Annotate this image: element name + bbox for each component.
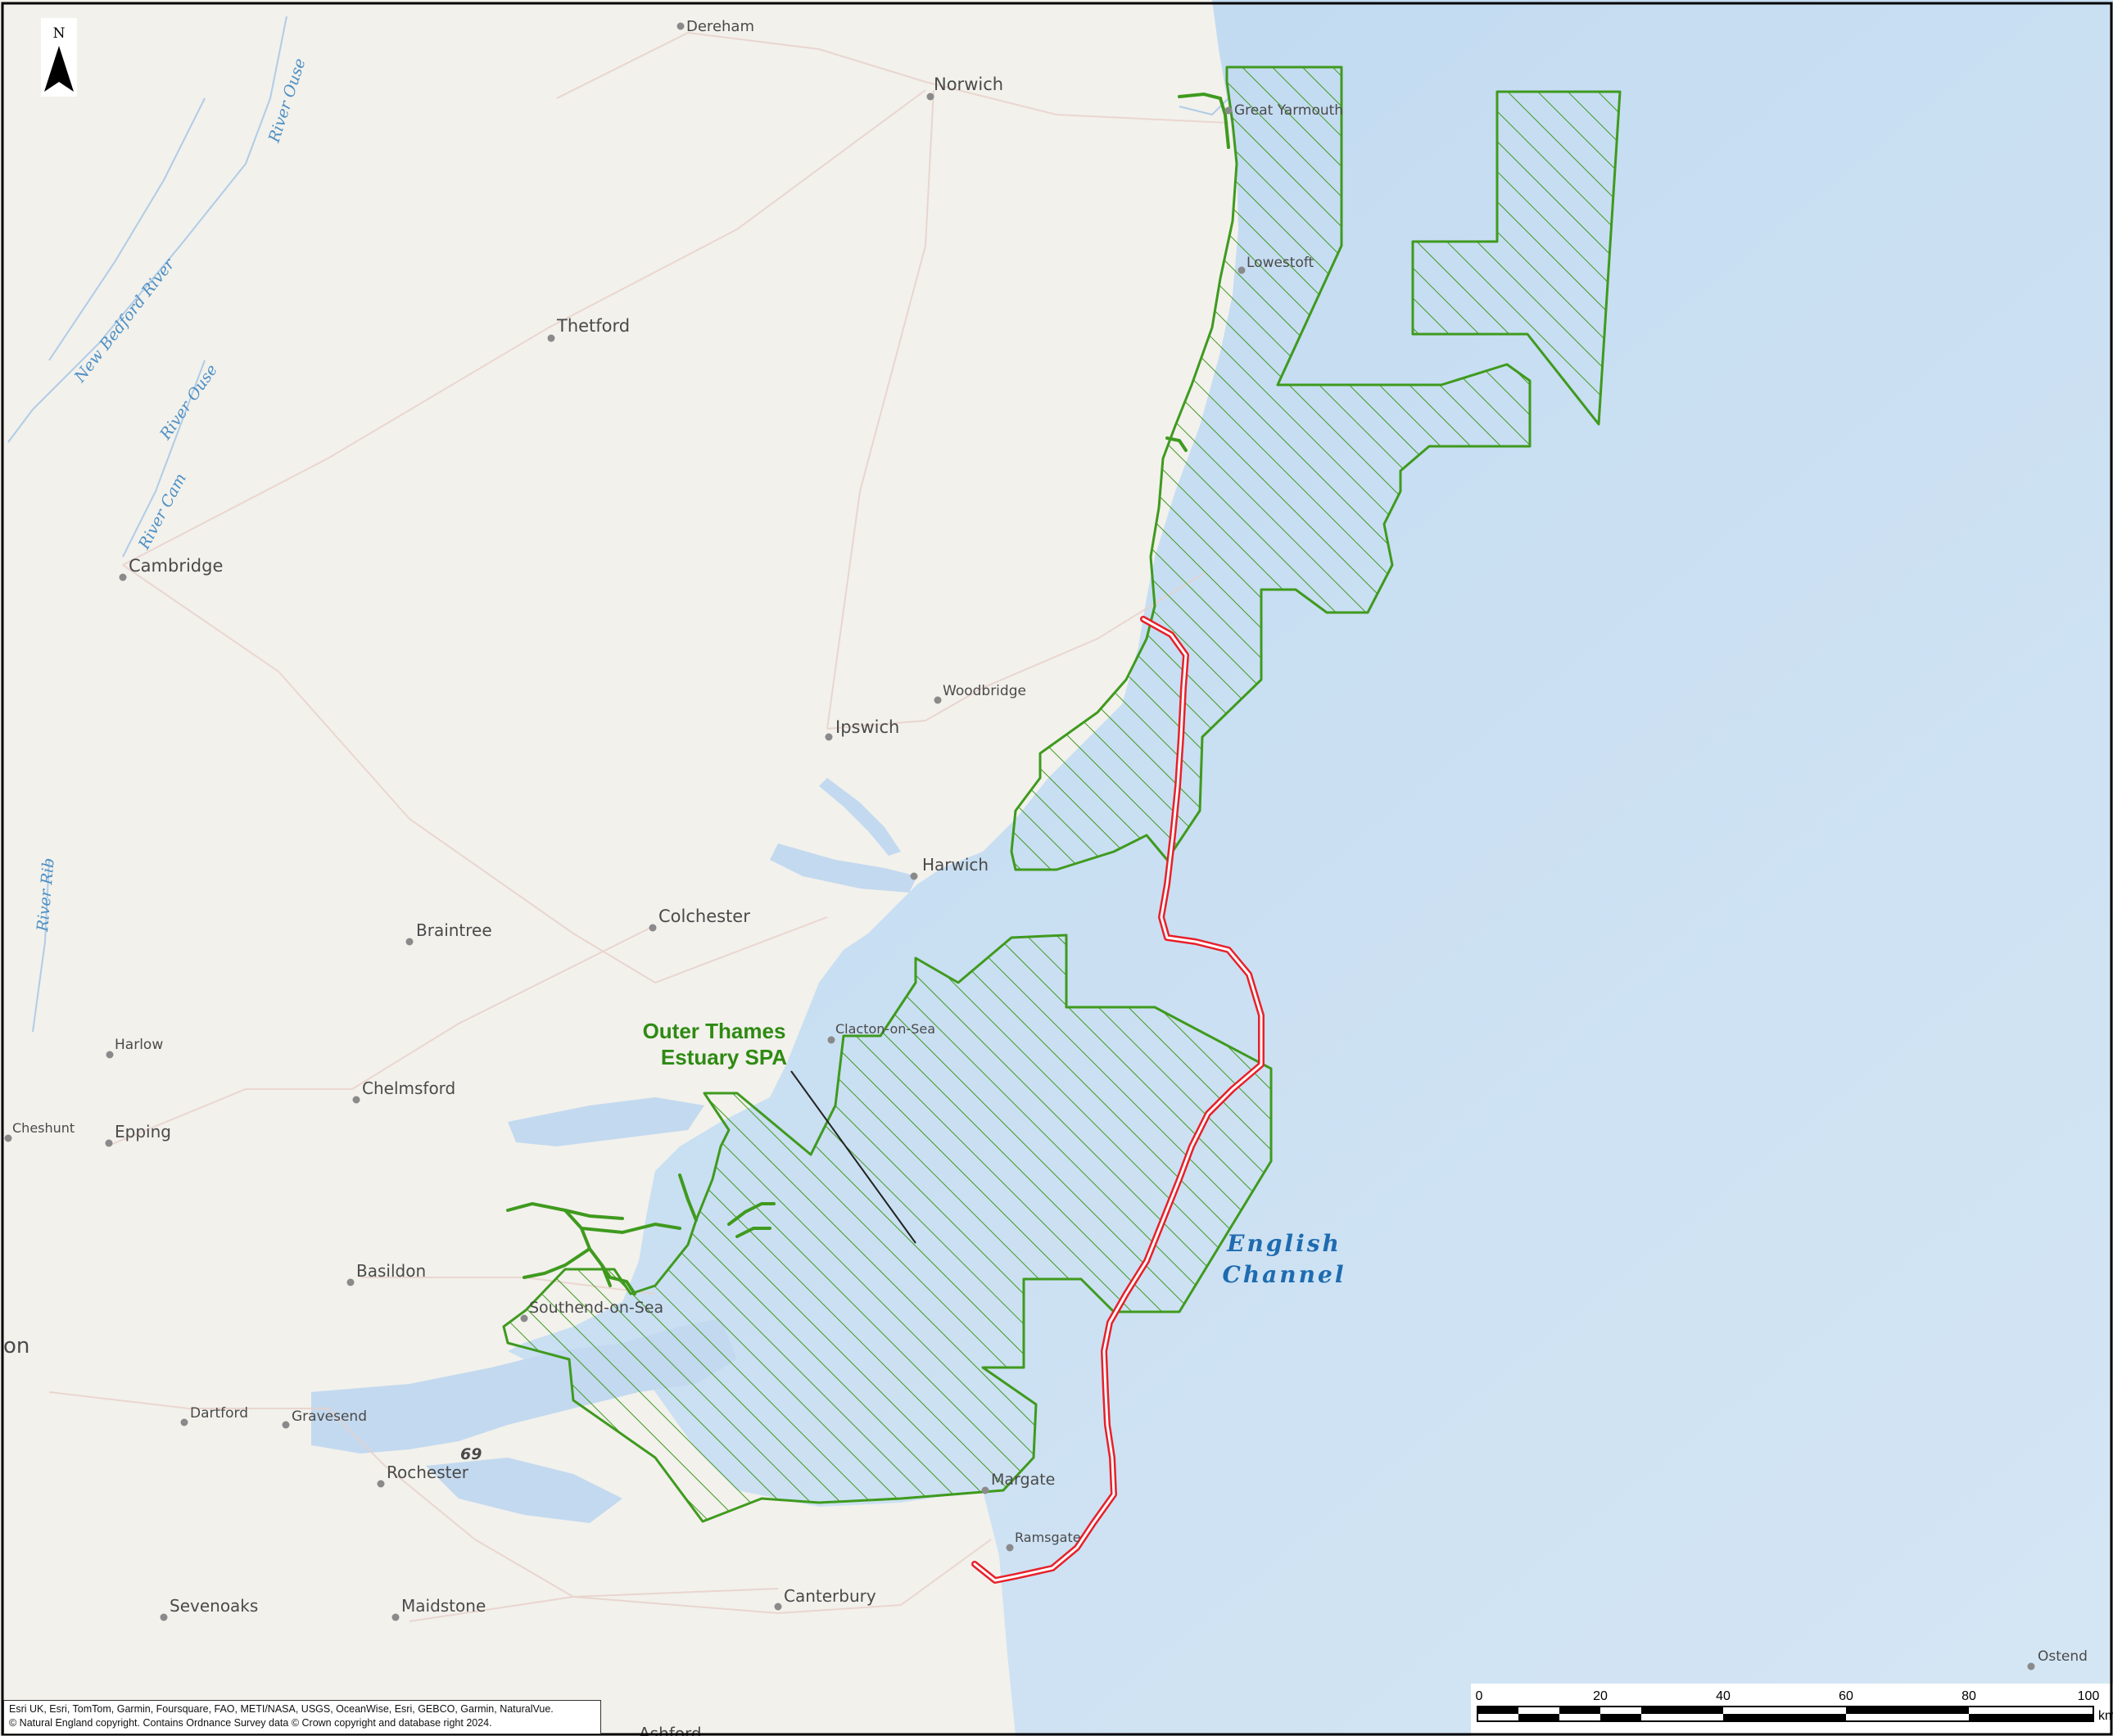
place-sevenoaks: Sevenoaks [170, 1596, 258, 1616]
place-harwich: Harwich [922, 855, 989, 875]
attribution-box: Esri UK, Esri, TomTom, Garmin, Foursquar… [3, 1700, 601, 1734]
scale-tick-40: 40 [1716, 1689, 1731, 1703]
place-margate: Margate [991, 1471, 1055, 1489]
orwell-estuary [819, 778, 901, 856]
place-dereham: Dereham [686, 18, 754, 35]
north-arrow-label: N [53, 25, 66, 42]
place-gravesend: Gravesend [292, 1408, 367, 1425]
place-epping: Epping [115, 1122, 171, 1142]
place-southend: Southend-on-Sea [529, 1299, 663, 1317]
spa-label-line2: Estuary SPA [661, 1045, 787, 1069]
land-area [0, 0, 1238, 1736]
place-ipswich: Ipswich [835, 717, 899, 737]
place-norwich: Norwich [934, 75, 1003, 94]
place-harlow: Harlow [115, 1037, 163, 1053]
sea-label-line2: Channel [1223, 1261, 1346, 1288]
place-cheshunt: Cheshunt [12, 1120, 75, 1136]
north-arrow: N [41, 18, 77, 97]
scale-tick-20: 20 [1593, 1689, 1608, 1703]
attribution-line-1: Esri UK, Esri, TomTom, Garmin, Foursquar… [9, 1703, 554, 1715]
place-braintree: Braintree [416, 920, 492, 940]
place-rochester: Rochester [387, 1462, 469, 1482]
place-dartford: Dartford [190, 1405, 248, 1422]
place-woodbridge: Woodbridge [943, 683, 1026, 699]
sea-label-line1: English [1226, 1230, 1342, 1257]
place-clacton: Clacton-on-Sea [835, 1021, 935, 1037]
spa-area-offshore[interactable] [1411, 90, 1622, 426]
spa-estuary-fingers [506, 92, 1230, 1295]
crouch-blackwater-estuary [508, 1097, 704, 1146]
place-thetford: Thetford [556, 316, 630, 336]
place-london-fragment: on [3, 1334, 29, 1359]
scale-unit: km [2098, 1709, 2113, 1723]
stour-orwell-estuary [770, 843, 917, 893]
scale-tick-0: 0 [1476, 1689, 1483, 1703]
scale-tick-60: 60 [1839, 1689, 1853, 1703]
scale-tick-100: 100 [2078, 1689, 2100, 1703]
place-ramsgate: Ramsgate [1015, 1530, 1081, 1545]
spa-area-thames[interactable] [502, 934, 1273, 1523]
road-number-label: 69 [460, 1445, 482, 1463]
scale-tick-80: 80 [1961, 1689, 1976, 1703]
town-markers [4, 22, 2035, 1670]
place-ostend: Ostend [2038, 1648, 2088, 1665]
place-ashford-fragment: Ashford [639, 1724, 702, 1736]
place-colchester: Colchester [658, 906, 750, 926]
scale-bar: 0 20 40 60 80 100 km [1471, 1684, 2113, 1736]
spa-area-north[interactable] [1010, 66, 1532, 871]
place-great-yarmouth: Great Yarmouth [1234, 102, 1343, 119]
attribution-line-2: © Natural England copyright. Contains Or… [9, 1717, 492, 1729]
place-basildon: Basildon [356, 1261, 426, 1281]
north-arrow-icon [44, 46, 74, 92]
cable-route[interactable] [971, 616, 1265, 1584]
place-maidstone: Maidstone [401, 1596, 486, 1616]
medway-estuary [426, 1458, 622, 1523]
place-canterbury: Canterbury [784, 1586, 876, 1606]
place-cambridge: Cambridge [129, 556, 223, 576]
place-lowestoft: Lowestoft [1247, 255, 1314, 271]
spa-label-leader [790, 1070, 916, 1244]
place-chelmsford: Chelmsford [362, 1078, 455, 1098]
spa-label-line1: Outer Thames [643, 1019, 786, 1043]
